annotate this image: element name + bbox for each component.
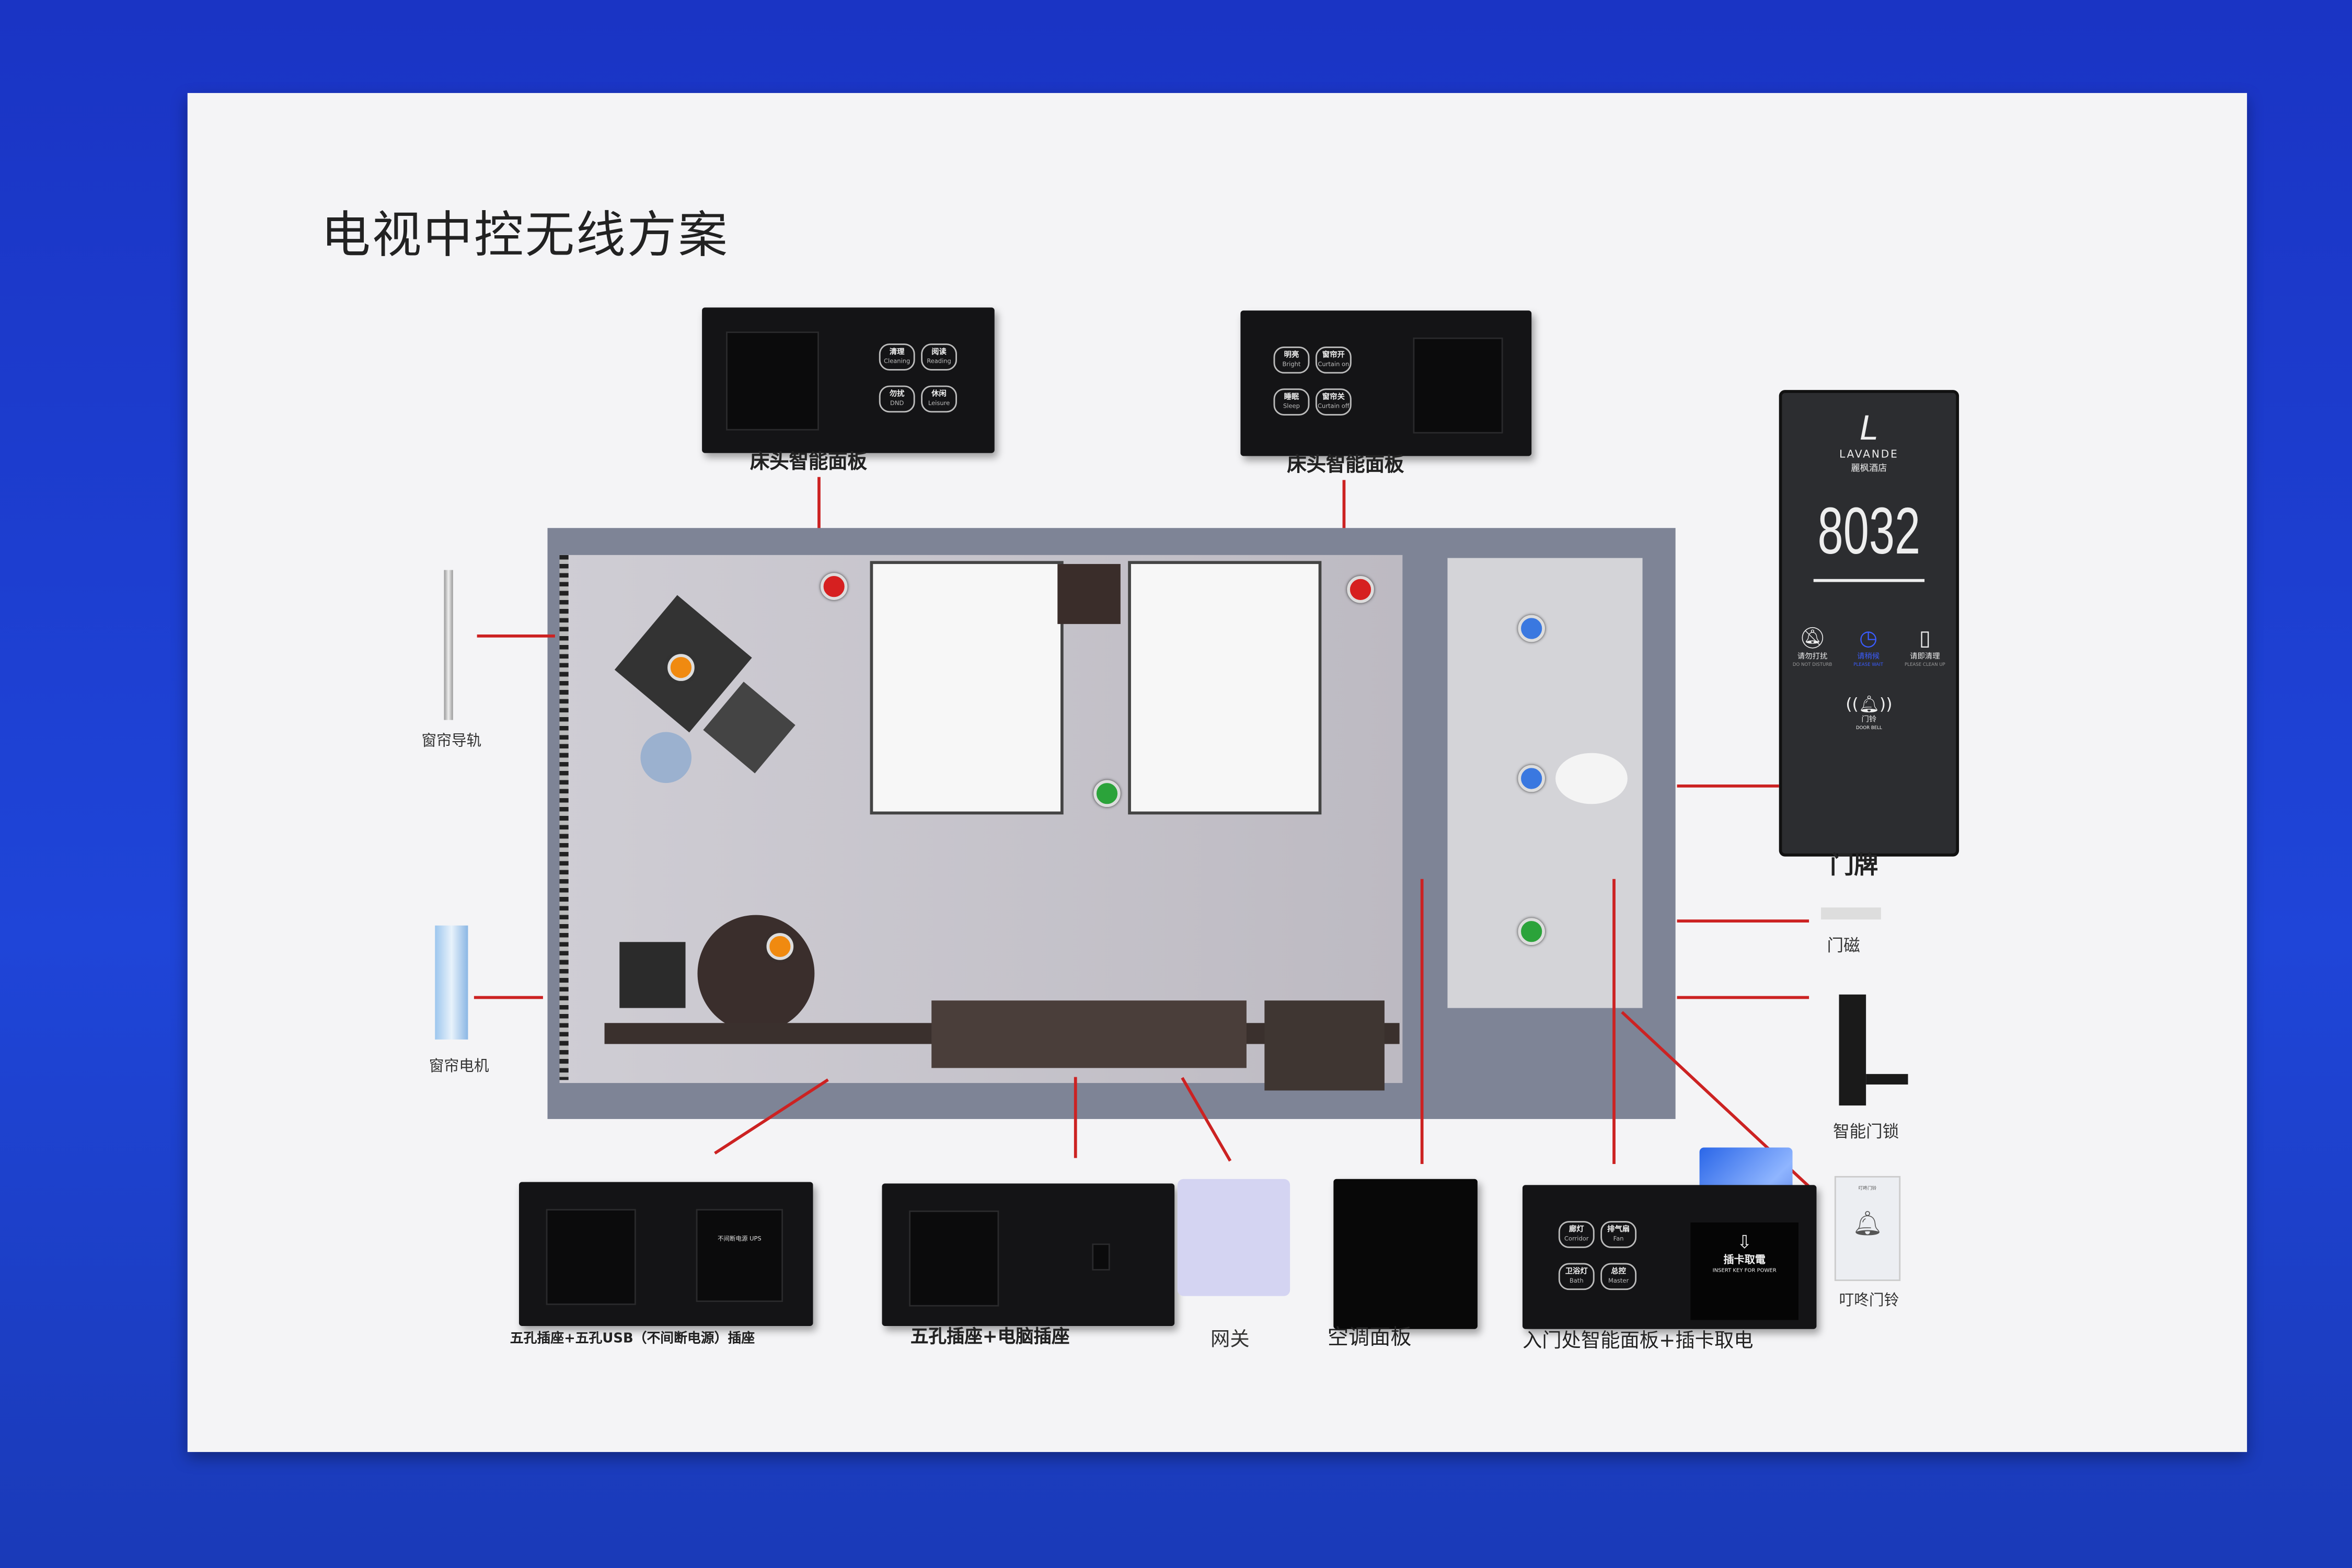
sensor-orange [766,933,794,960]
door-sensor-image [1821,907,1881,920]
bedside-right-label: 床头智能面板 [1287,454,1404,477]
gateway-label: 网关 [1210,1329,1250,1352]
door-sensor-label: 门磁 [1827,936,1860,956]
curtain-rail-image [444,570,453,720]
curtain-motor-label: 窗帘电机 [429,1059,489,1076]
brand-name: LAVANDE [1839,448,1899,461]
clean-label: 请即清理 [1910,651,1940,661]
please-wait-label-en: PLEASE WAIT [1853,661,1884,667]
doorbell-device: 叮咚门铃🔔︎ [1834,1176,1901,1281]
bed [870,561,1064,815]
door-icon: ▯ [1919,626,1931,651]
entry-panel-label: 入门处智能面板+插卡取电 [1522,1330,1754,1353]
cabinet [931,1000,1247,1068]
nightstand [1057,564,1121,624]
sensor-green [1093,780,1121,808]
dnd-label-en: DO NOT DISTURB [1792,661,1832,667]
door-plate-label: 门牌 [1830,850,1878,879]
toilet [1555,753,1628,804]
sensor-orange [667,654,695,681]
card-power-slot[interactable]: ⇩ 插卡取電 INSERT KEY FOR POWER [1690,1222,1799,1320]
network-port [1092,1243,1110,1271]
socket-pc-panel [882,1183,1175,1326]
five-hole-socket [546,1209,636,1305]
stool [640,732,692,783]
bed [1128,561,1322,815]
clean-label-en: PLEASE CLEAN UP [1904,661,1945,667]
floor-plan [547,528,1676,1119]
five-hole-socket [1413,337,1503,434]
gateway-device [1177,1179,1290,1296]
sensor-blue [1518,765,1545,792]
sensor-red [820,573,848,600]
smart-lock-label: 智能门锁 [1833,1122,1899,1142]
socket-usb-panel: 不间断电源 UPS [518,1182,813,1326]
round-table [697,915,815,1032]
please-wait-label: 请稍候 [1857,651,1880,661]
arrow-down-icon: ⇩ [1737,1231,1753,1253]
five-hole-socket [726,331,819,431]
chair [619,942,686,1008]
lock-handle [1866,1074,1908,1085]
ac-panel[interactable] [1333,1179,1478,1329]
clock-icon: ◷ [1859,626,1878,651]
curtain [559,555,569,1080]
room-number: 8032 [1817,495,1921,569]
socket-pc-label: 五孔插座+电脑插座 [910,1325,1070,1347]
doorbell-label: 叮咚门铃 [1839,1293,1899,1310]
smart-lock-image [1839,994,1866,1106]
lavande-logo-icon: L [1860,411,1878,449]
page-title: 电视中控无线方案 [321,205,729,264]
ac-panel-label: 空调面板 [1327,1325,1412,1350]
sensor-green [1518,918,1545,946]
curtain-rail-label: 窗帘导轨 [421,733,482,750]
sensor-blue [1518,615,1545,642]
ringing-bell-icon: ((🔔︎)) [1846,694,1893,713]
brand-name-cn: 麗枫酒店 [1851,463,1887,474]
bedside-left-label: 床头智能面板 [750,451,867,474]
bell-off-icon: 🔕︎ [1799,626,1826,651]
five-hole-socket [909,1210,999,1307]
ups-socket: 不间断电源 UPS [696,1209,783,1302]
wardrobe [1264,1000,1385,1091]
dnd-label: 请勿打扰 [1797,651,1828,661]
sensor-red [1347,576,1374,603]
curtain-motor-image [435,925,468,1040]
socket-usb-label: 五孔插座+五孔USB（不间断电源）插座 [510,1332,755,1347]
bell-icon: 🔔︎ [1852,1209,1883,1238]
